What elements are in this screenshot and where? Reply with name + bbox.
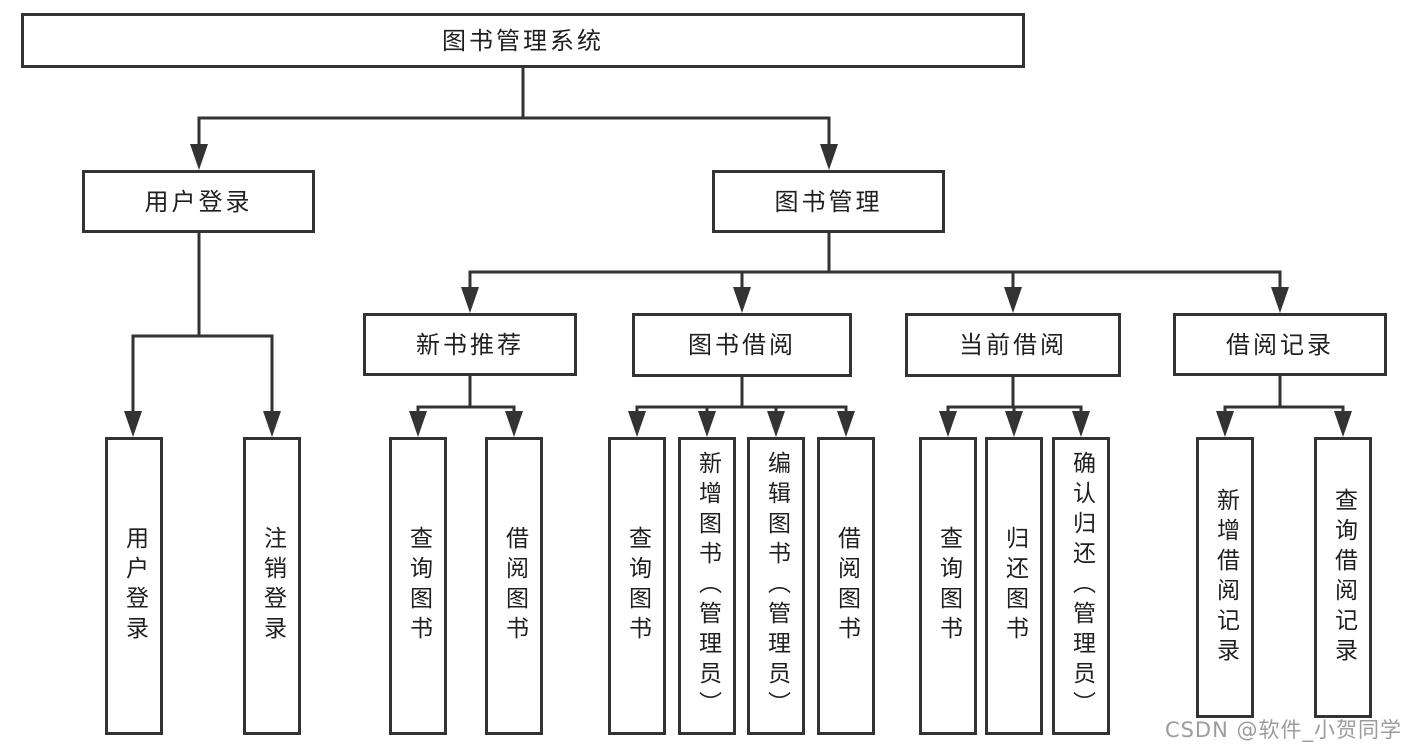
leaf-query-books-borrowing: 查询图书 <box>608 437 666 735</box>
node-user-login: 用户登录 <box>82 170 315 233</box>
node-label: 查询借阅记录 <box>1330 487 1357 668</box>
node-label: 图书管理系统 <box>442 26 604 55</box>
leaf-user-login: 用户登录 <box>105 437 163 735</box>
leaf-borrow-books-recommend: 借阅图书 <box>485 437 543 735</box>
node-label: 借阅图书 <box>833 526 860 646</box>
node-label: 借阅记录 <box>1226 330 1334 359</box>
node-label: 用户登录 <box>121 526 148 646</box>
leaf-return-book: 归还图书 <box>985 437 1043 735</box>
arrowheads <box>124 144 1352 437</box>
node-label: 图书借阅 <box>688 331 796 359</box>
leaf-add-book-admin: 新增图书（管理员） <box>678 437 736 735</box>
node-borrowing-records: 借阅记录 <box>1173 313 1387 376</box>
node-label: 归还图书 <box>1001 526 1028 646</box>
node-label: 新增图书（管理员） <box>694 451 721 721</box>
csdn-watermark: CSDN @软件_小贺同学 <box>1164 718 1402 742</box>
node-current-borrowing: 当前借阅 <box>905 313 1121 377</box>
leaf-edit-book-admin: 编辑图书（管理员） <box>747 437 805 735</box>
node-book-borrowing: 图书借阅 <box>632 313 852 377</box>
node-label: 注销登录 <box>259 526 286 646</box>
leaf-query-borrow-record: 查询借阅记录 <box>1314 437 1372 718</box>
leaf-borrow-books-borrowing: 借阅图书 <box>817 437 875 735</box>
leaf-query-books-current: 查询图书 <box>919 437 977 735</box>
node-label: 图书管理 <box>774 187 883 216</box>
node-label: 确认归还（管理员） <box>1068 451 1095 721</box>
node-label: 新增借阅记录 <box>1212 487 1239 668</box>
node-label: 新书推荐 <box>416 330 524 359</box>
node-label: 编辑图书（管理员） <box>763 451 790 721</box>
node-label: 查询图书 <box>405 526 432 646</box>
node-label: 当前借阅 <box>959 331 1067 359</box>
leaf-logout-login: 注销登录 <box>243 437 301 735</box>
node-label: 查询图书 <box>624 526 651 646</box>
node-label: 查询图书 <box>935 526 962 646</box>
leaf-query-books-recommend: 查询图书 <box>389 437 447 735</box>
node-book-management: 图书管理 <box>712 170 945 233</box>
leaf-confirm-return-admin: 确认归还（管理员） <box>1052 437 1110 735</box>
node-new-book-recommendation: 新书推荐 <box>363 313 577 376</box>
node-label: 借阅图书 <box>501 526 528 646</box>
node-label: 用户登录 <box>144 187 253 216</box>
leaf-add-borrow-record: 新增借阅记录 <box>1196 437 1254 718</box>
node-library-system: 图书管理系统 <box>21 13 1025 68</box>
